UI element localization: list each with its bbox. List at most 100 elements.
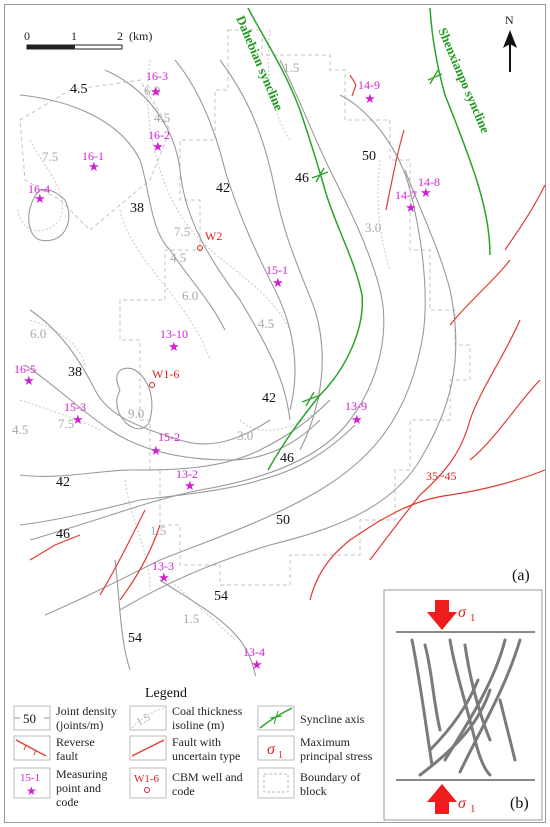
joint-fractures [410, 638, 522, 777]
scale-tick-1: 1 [71, 29, 77, 43]
shenxianpo-syncline-label: Shenxianpo syncline [435, 25, 493, 135]
joint-density-label: 46 [295, 171, 309, 186]
joint-isoline [116, 367, 153, 430]
point-16-4: 16-4★ [28, 182, 50, 206]
coal-thickness-label: 9.0 [128, 406, 144, 421]
sigma1-top: σ [458, 604, 467, 621]
svg-text:1: 1 [470, 612, 476, 624]
scale-tick-0: 0 [24, 29, 30, 43]
fault-line [29, 534, 81, 561]
star-icon: ★ [168, 339, 180, 354]
svg-text:W1-6: W1-6 [134, 773, 160, 785]
joint-isoline [19, 399, 331, 477]
svg-text:14-8: 14-8 [418, 175, 440, 189]
star-icon: ★ [26, 784, 37, 798]
star-icon: ★ [152, 139, 164, 154]
coal-thickness-label: 4.5 [258, 316, 274, 331]
coal-thickness-label: 3.0 [365, 220, 381, 235]
star-icon: ★ [351, 412, 363, 427]
joint-isoline [19, 94, 226, 331]
fault-line [469, 379, 541, 461]
joint-density-label: 46 [280, 451, 294, 466]
svg-text:15-1: 15-1 [20, 772, 40, 784]
joint-isoline [19, 424, 356, 526]
svg-text:16-1: 16-1 [82, 149, 104, 163]
coal-isoline [119, 209, 211, 361]
svg-text:1: 1 [278, 750, 283, 761]
star-icon: ★ [88, 159, 100, 174]
joint-isoline [119, 169, 457, 611]
svg-text:13-2: 13-2 [176, 467, 198, 481]
block-boundary [119, 29, 471, 586]
point-14-7: 14-7★ [395, 188, 417, 215]
coal-thickness-label: 7.5 [58, 416, 74, 431]
panel-b: σ 1 σ 1 (b) [383, 589, 543, 821]
svg-text:point and: point and [56, 781, 101, 795]
fault-line [349, 74, 357, 97]
fault-dip-label: 35~45 [426, 469, 457, 483]
joint-isoline [114, 559, 131, 671]
joint-isoline [219, 59, 323, 451]
star-icon: ★ [251, 657, 263, 672]
star-icon: ★ [34, 191, 46, 206]
joint-density-label: 50 [362, 149, 376, 164]
svg-text:principal stress: principal stress [300, 749, 373, 763]
svg-text:13-3: 13-3 [152, 559, 174, 573]
joint-density-label: 50 [276, 513, 290, 528]
point-14-8: 14-8★ [418, 175, 440, 200]
well-W2: W2 [197, 229, 222, 251]
joint-density-label: 4.5 [70, 82, 88, 97]
syncline-marker [301, 69, 443, 407]
point-13-3: 13-3★ [152, 559, 174, 585]
svg-text:block: block [300, 784, 327, 798]
svg-text:50: 50 [23, 711, 36, 726]
coal-thickness-label: 1.5 [283, 60, 299, 75]
point-16-3: 16-3★ [146, 69, 168, 99]
svg-text:13-10: 13-10 [160, 327, 188, 341]
coal-isoline [377, 159, 391, 271]
coal-thickness-label: 7.5 [42, 149, 58, 164]
joint-density-label: 38 [130, 201, 144, 216]
svg-text:(joints/m): (joints/m) [56, 718, 103, 732]
fault-line [119, 524, 161, 601]
svg-text:14-9: 14-9 [358, 78, 380, 92]
star-icon: ★ [150, 84, 162, 99]
fault-line [309, 469, 546, 601]
star-icon: ★ [184, 478, 196, 493]
point-15-2: 15-2★ [150, 430, 180, 458]
svg-text:code: code [172, 784, 195, 798]
star-icon: ★ [150, 443, 162, 458]
point-15-1: 15-1★ [266, 263, 288, 290]
svg-text:16-5: 16-5 [14, 362, 36, 376]
svg-text:Coal thickness: Coal thickness [172, 704, 243, 718]
coal-isoline [29, 319, 86, 366]
point-16-2: 16-2★ [148, 128, 170, 154]
svg-text:Fault with: Fault with [172, 735, 221, 749]
coal-isoline [147, 59, 291, 331]
joint-density-label: 42 [216, 181, 230, 196]
svg-text:16-3: 16-3 [146, 69, 168, 83]
svg-text:14-7: 14-7 [395, 188, 417, 202]
joint-density-label: 54 [128, 631, 142, 646]
star-icon: ★ [364, 91, 376, 106]
coal-isoline [17, 139, 63, 232]
joint-density-label: 42 [56, 475, 70, 490]
svg-text:uncertain type: uncertain type [172, 749, 240, 763]
star-icon: ★ [72, 412, 84, 427]
coal-isoline [124, 479, 151, 591]
star-icon: ★ [272, 275, 284, 290]
joint-density-label: 54 [214, 589, 228, 604]
panel-a-label: (a) [512, 567, 530, 584]
svg-text:σ: σ [267, 741, 276, 758]
svg-text:15-3: 15-3 [64, 400, 86, 414]
svg-text:13-9: 13-9 [345, 399, 367, 413]
fault-line [504, 184, 546, 251]
coal-thickness-label: 3.0 [237, 428, 253, 443]
svg-text:code: code [56, 795, 79, 809]
star-icon: ★ [420, 185, 432, 200]
coal-thickness-label: 4.5 [12, 422, 28, 437]
well-W1-6: W1-6 [149, 367, 179, 388]
star-icon: ★ [23, 373, 35, 388]
stress-arrow-top-icon [427, 600, 457, 630]
